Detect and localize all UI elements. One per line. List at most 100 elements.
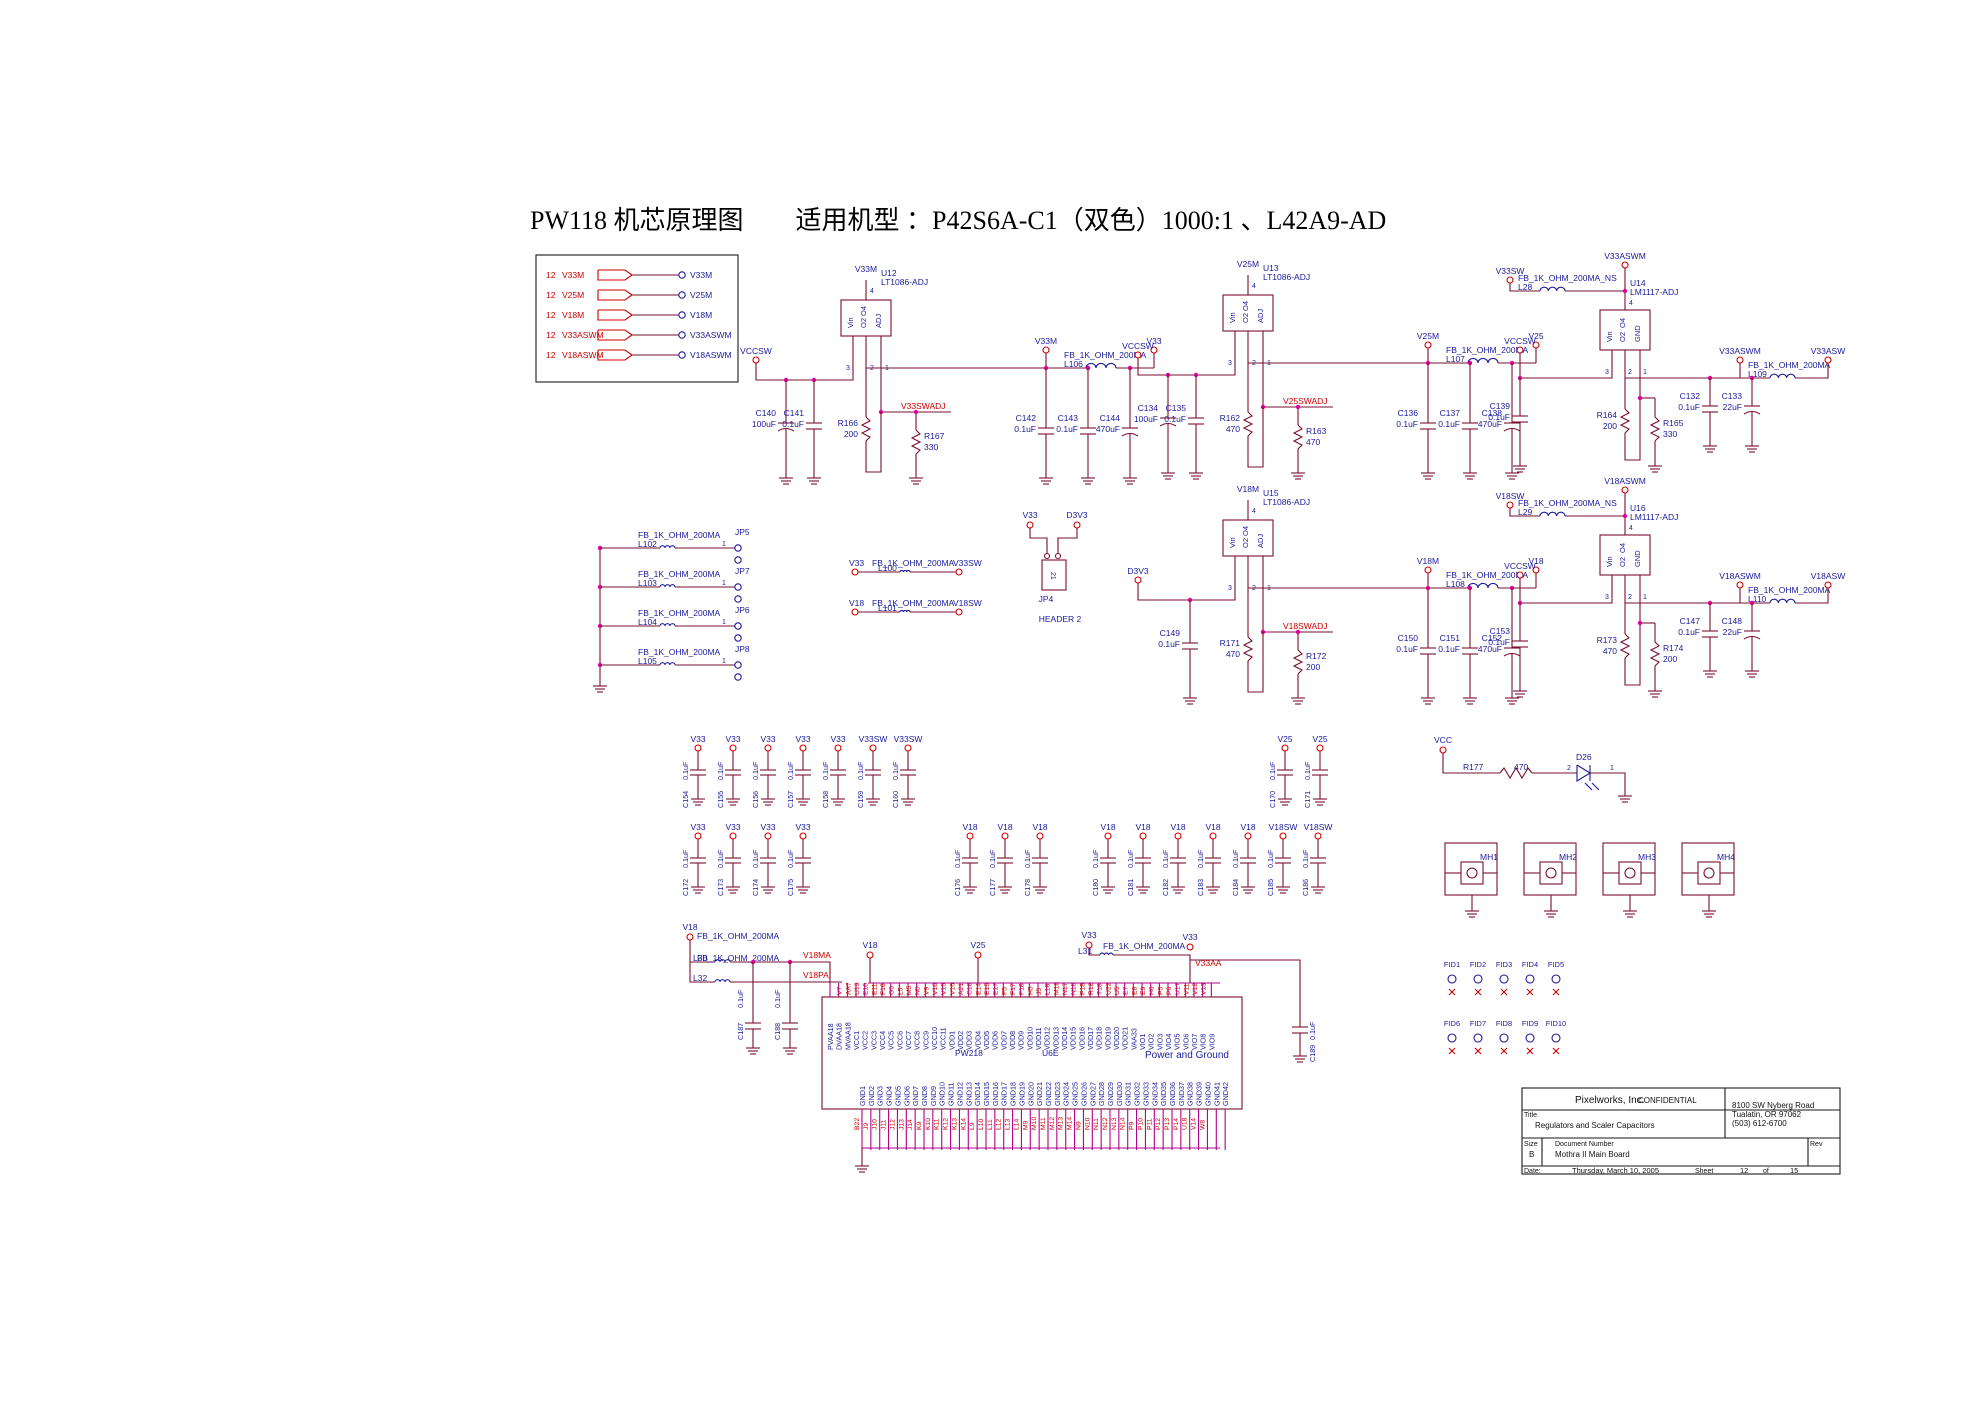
capacitor-ref: C185 (1266, 879, 1275, 896)
jumper-ref: JP7 (735, 566, 750, 576)
wire (755, 336, 854, 381)
net-terminal (1516, 346, 1524, 354)
capacitor-value: 0.1uF (1268, 761, 1277, 780)
chip-ball-id: K12 (943, 1118, 950, 1130)
net-terminal (1244, 832, 1252, 840)
pin-name: O4 (1241, 301, 1250, 311)
capacitor-ref: C158 (821, 791, 830, 808)
capacitor-ref: C187 (736, 1023, 745, 1040)
net-terminal (1073, 521, 1081, 529)
pin-name: Vin (1605, 556, 1614, 567)
chip-ball-id: E7 (1123, 986, 1130, 995)
chip-ball-id: G5 (889, 986, 896, 995)
chip-ball-id: M18 (1053, 982, 1060, 995)
resistor-value: 330 (1663, 429, 1677, 439)
chip-pin-name: VDD20 (1112, 1027, 1121, 1050)
chip-pin-name: VCC5 (887, 1031, 896, 1050)
net-terminal (1139, 832, 1147, 840)
port-output-net: V33ASWM (690, 330, 732, 340)
chip-pin-name: VDD19 (1103, 1027, 1112, 1050)
net-terminal (1174, 832, 1182, 840)
chip-ref: U14 (1630, 278, 1646, 288)
chip-pin-name: GND40 (1203, 1082, 1212, 1106)
pin-number: 1 (1610, 765, 1614, 772)
net-terminal (1134, 576, 1142, 584)
resistor-ref: R164 (1597, 410, 1618, 420)
net-name: V18 (1100, 822, 1115, 832)
mounting-hole (1624, 867, 1636, 879)
net-name: V33AA (1195, 958, 1222, 968)
ferrite-bead (1769, 598, 1796, 604)
jumper-ref: JP8 (735, 644, 750, 654)
capacitor-value: 100uF (752, 419, 776, 429)
net-name: V33SW (953, 558, 982, 568)
chip-ball-id: M5 (906, 985, 913, 995)
led-light (1591, 782, 1600, 791)
chip-pin-name: GND5 (893, 1086, 902, 1106)
jumper-terminal (734, 556, 742, 564)
chip-pin-name: GND19 (1017, 1082, 1026, 1106)
fiducial-ref: FID1 (1444, 960, 1460, 969)
fiducial-mark (1526, 1047, 1534, 1055)
ferrite-ref: L108 (1446, 579, 1465, 589)
wire (1247, 407, 1264, 468)
chip-pin-name: VIO3 (1155, 1034, 1164, 1050)
sheet-label: Sheet (1695, 1168, 1713, 1175)
ferrite-bead (1467, 357, 1499, 364)
wire (1247, 632, 1264, 693)
chip-pin-name: GND7 (911, 1086, 920, 1106)
net-name: VCCSW (1504, 336, 1536, 346)
net-name: V33ASW (1811, 346, 1846, 356)
net-name: V33 (760, 734, 775, 744)
fiducial (1447, 974, 1457, 984)
chip-pin-name: VDD16 (1077, 1027, 1086, 1050)
net-terminal (764, 744, 772, 752)
capacitor-ref: C152 (1482, 633, 1503, 643)
net-terminal (729, 832, 737, 840)
capacitor-ref: C171 (1303, 791, 1312, 808)
resistor-ref: R172 (1306, 651, 1327, 661)
company-name: Pixelworks, Inc. (1575, 1095, 1644, 1106)
capacitor-ref: C186 (1301, 879, 1310, 896)
net-name: VCCSW (740, 346, 772, 356)
chip-ball-id: M11 (1040, 1117, 1047, 1130)
capacitor-ref: C174 (751, 879, 760, 896)
capacitor-value: 100uF (1134, 414, 1158, 424)
resistor-value: 470 (1226, 649, 1240, 659)
pin-name: ADJ (1256, 534, 1265, 548)
capacitor-ref: C141 (784, 408, 805, 418)
capacitor-value: 470uF (1478, 419, 1502, 429)
net-name: V33ASWM (1719, 346, 1761, 356)
chip-ball-id: P11 (1146, 1118, 1153, 1130)
net-name: V25 (1312, 734, 1327, 744)
capacitor-ref: C136 (1398, 408, 1419, 418)
jumper-terminal (734, 595, 742, 603)
resistor-body (1649, 416, 1661, 442)
pin-name: ADJ (1256, 309, 1265, 323)
sheet-size: B (1529, 1150, 1534, 1159)
ferrite-label: FB_1K_OHM_200MA (872, 598, 955, 608)
chip-ref: U12 (881, 268, 897, 278)
net-terminal (1026, 521, 1034, 529)
jumper-terminal (734, 634, 742, 642)
docnum-label: Document Number (1555, 1141, 1614, 1148)
capacitor-ref: C178 (1023, 879, 1032, 896)
chip-ball-id: J13 (898, 1119, 905, 1130)
ferrite-ref: L100 (878, 563, 897, 573)
power-chip-body (821, 996, 1243, 1110)
pin-number: 21 (1049, 572, 1056, 580)
capacitor-value: 0.1uF (953, 849, 962, 868)
fiducial (1525, 974, 1535, 984)
fiducial-mark (1474, 988, 1482, 996)
chip-pin-name: GND27 (1088, 1082, 1097, 1106)
chip-ball-id: L14 (1013, 1118, 1020, 1130)
chip-ball-id: N9 (1075, 1121, 1082, 1130)
fiducial (1525, 1033, 1535, 1043)
net-name: V18SW (1304, 822, 1333, 832)
net-name: V33 (690, 822, 705, 832)
pin-number: 3 (1228, 585, 1232, 592)
resistor-ref: R167 (924, 431, 945, 441)
chip-pin-name: VIO9 (1207, 1034, 1216, 1050)
chip-pin-name: GND2 (867, 1086, 876, 1106)
chip-ball-id: N12 (1102, 1117, 1109, 1130)
